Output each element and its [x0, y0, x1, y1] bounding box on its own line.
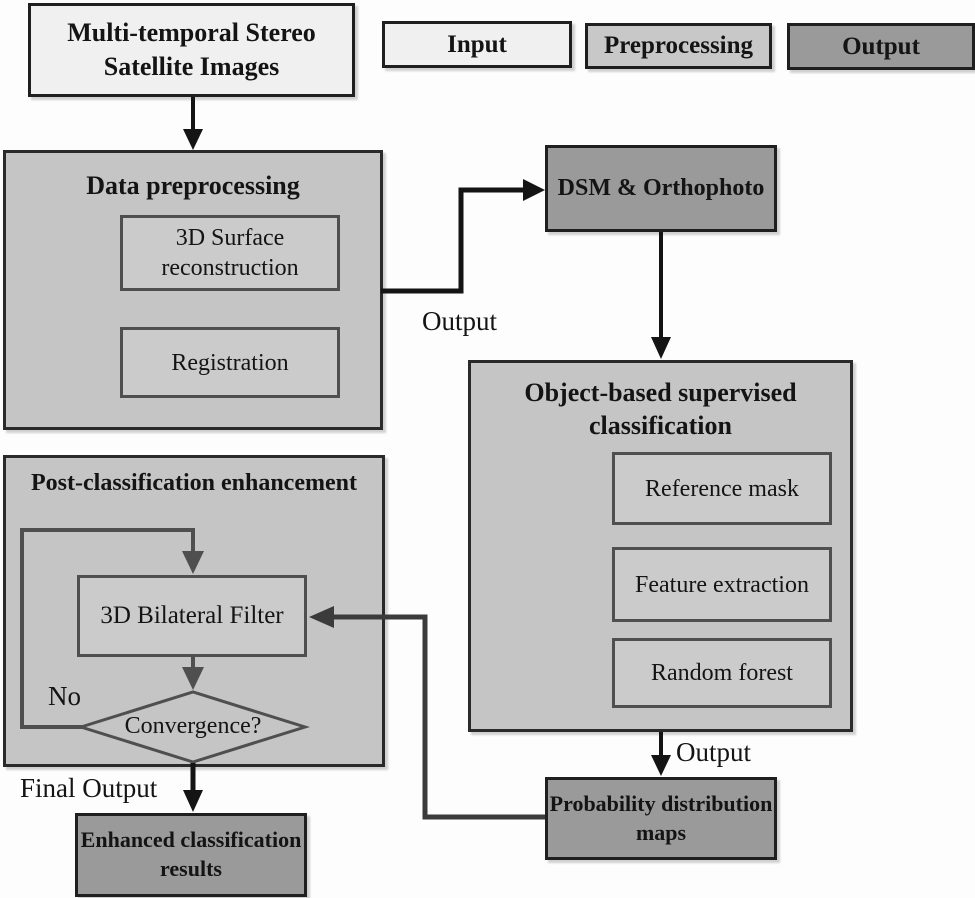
- legend-output: Output: [787, 23, 975, 70]
- node-convergence-decision-label: Convergence?: [124, 713, 262, 739]
- node-feature-extraction: Feature extraction: [612, 547, 832, 622]
- node-registration: Registration: [120, 327, 340, 398]
- node-dsm-orthophoto: DSM & Orthophoto: [545, 145, 777, 232]
- node-3d-bilateral-filter: 3D Bilateral Filter: [77, 575, 307, 657]
- node-probability-distribution-maps: Probability distribution maps: [545, 777, 777, 860]
- group-data-preprocessing-title: Data preprocessing: [86, 171, 300, 200]
- node-3d-surface-reconstruction: 3D Surface reconstruction: [120, 215, 340, 291]
- edge-label-no: No: [48, 681, 81, 711]
- node-enhanced-classification-results: Enhanced classification results: [75, 813, 307, 897]
- edge-label-final-output: Final Output: [20, 773, 158, 803]
- legend-input: Input: [382, 21, 572, 68]
- group-object-based-classification: Object-based supervised classification R…: [468, 360, 853, 732]
- edge-label-output-probability: Output: [676, 737, 752, 767]
- node-reference-mask: Reference mask: [612, 452, 832, 525]
- edge-label-output-dsm: Output: [422, 306, 498, 336]
- group-post-classification-title: Post-classification enhancement: [31, 470, 357, 496]
- node-multitemporal-stereo-satellite-images: Multi-temporal Stereo Satellite Images: [28, 3, 355, 97]
- legend-preprocessing: Preprocessing: [585, 23, 772, 69]
- node-random-forest: Random forest: [612, 638, 832, 708]
- group-data-preprocessing: Data preprocessing 3D Surface reconstruc…: [3, 150, 383, 430]
- group-object-based-classification-title: Object-based supervised classification: [524, 378, 797, 440]
